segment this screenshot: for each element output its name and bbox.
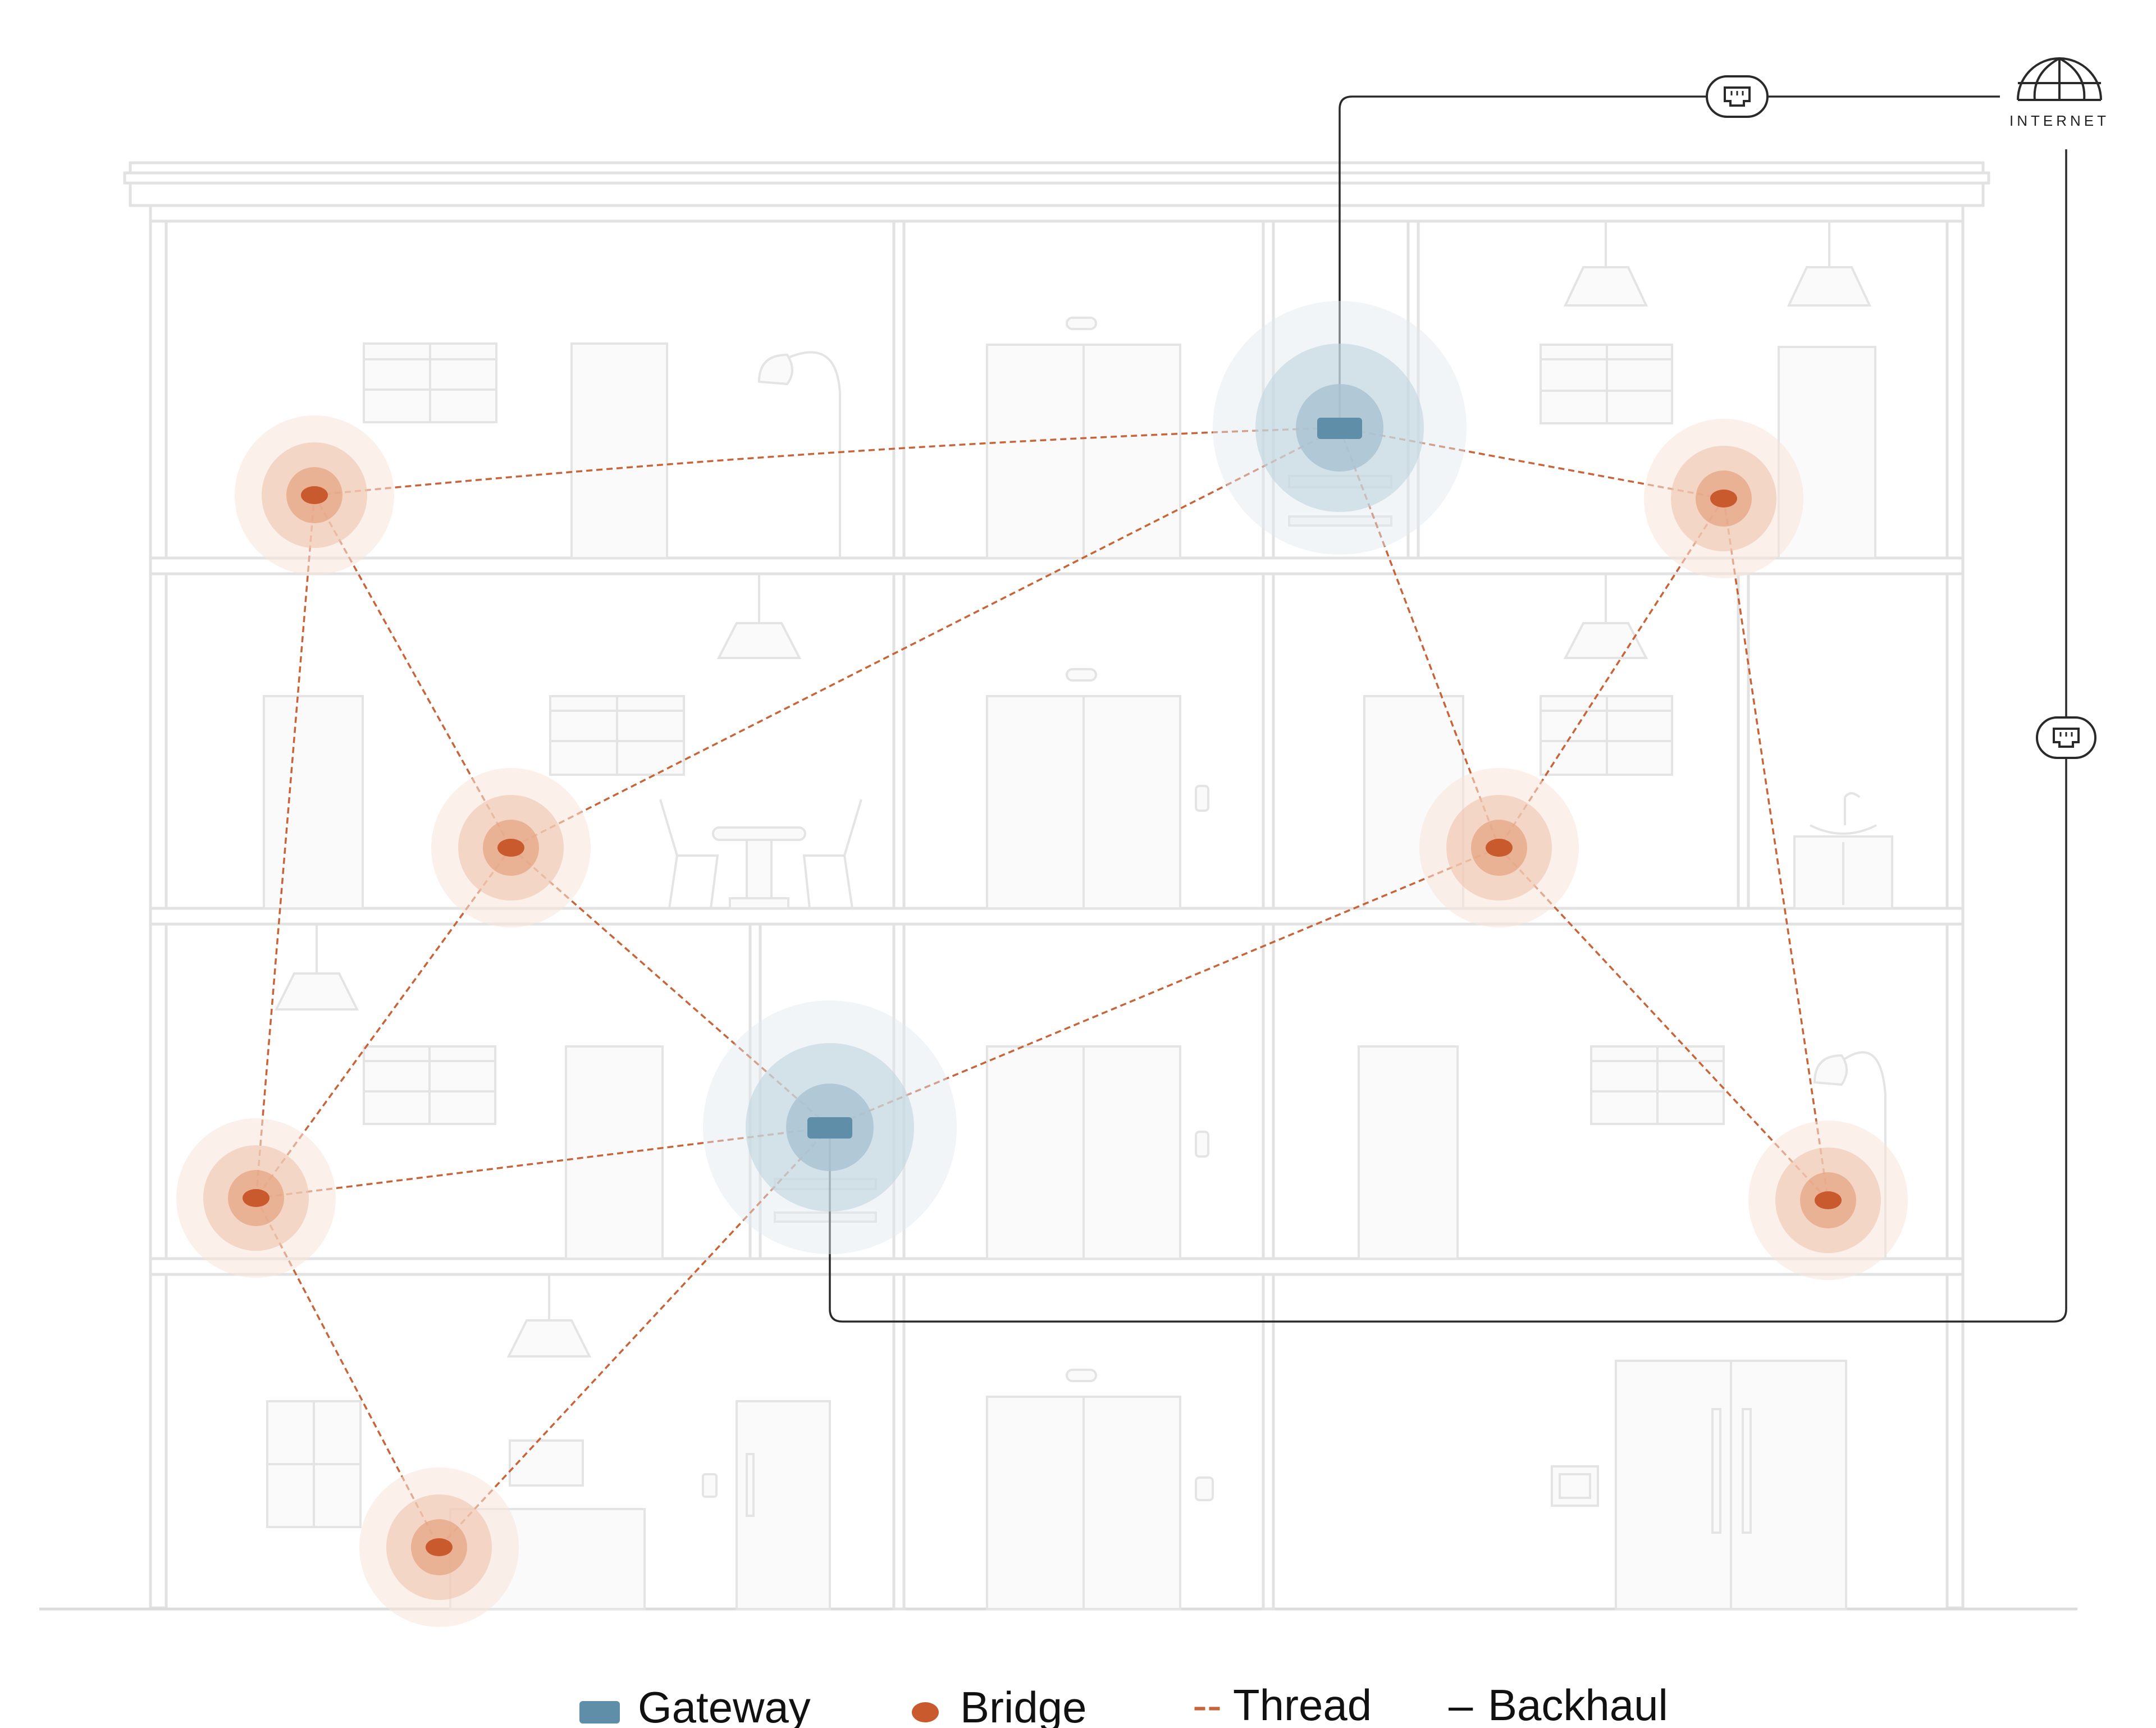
- partition: [1262, 1273, 1275, 1611]
- roof-cornice: [123, 171, 1990, 185]
- gateway-device: [807, 1117, 852, 1139]
- backhaul-line-bottom: [829, 149, 2067, 1323]
- gateway-node: [703, 1000, 957, 1254]
- thread-link: [255, 1126, 830, 1199]
- ethernet-port-icon: [2036, 716, 2096, 759]
- roof-beam: [149, 204, 1965, 223]
- furniture: [263, 221, 1893, 1610]
- bridge-node: [431, 768, 591, 927]
- thread-links: [255, 427, 1829, 1548]
- floor-slab-1: [149, 1257, 1965, 1276]
- lamp: [1563, 574, 1648, 659]
- legend-bridge-swatch: [912, 1702, 939, 1722]
- dining-set: [659, 799, 862, 909]
- ethernet-port-icon: [1706, 75, 1769, 118]
- elevator: [986, 1369, 1214, 1610]
- lamp: [1563, 221, 1872, 307]
- gateway-device: [1317, 418, 1362, 439]
- partition: [892, 572, 906, 910]
- legend-backhaul-label: Backhaul: [1488, 1680, 1668, 1728]
- bridge-node: [1419, 768, 1579, 927]
- bridge-device: [301, 486, 328, 504]
- partition: [892, 1273, 906, 1611]
- door: [1358, 1045, 1459, 1260]
- bridge-device: [243, 1189, 270, 1207]
- floor-lamp: [1813, 1051, 1886, 1259]
- door: [570, 342, 668, 559]
- window: [1540, 695, 1673, 776]
- door: [263, 695, 364, 909]
- bridge-node: [1748, 1121, 1908, 1280]
- window: [363, 1045, 496, 1125]
- thread-link: [255, 495, 316, 1199]
- window: [549, 695, 685, 776]
- bridge-node: [1644, 419, 1803, 578]
- window: [1590, 1045, 1725, 1125]
- thread-link: [1723, 498, 1829, 1201]
- floor-slab-2: [149, 907, 1965, 926]
- legend: Gateway Bridge -- Thread – Backhaul: [579, 1680, 1668, 1728]
- partition: [1262, 572, 1275, 910]
- window: [1540, 344, 1673, 424]
- roof-top: [129, 161, 1985, 175]
- entrance-doors: [1615, 1360, 1847, 1610]
- partition: [892, 220, 906, 560]
- globe-icon: [2017, 57, 2102, 101]
- internet-label: INTERNET: [2009, 112, 2109, 129]
- floor-lamp: [757, 351, 841, 558]
- sink-cabinet: [1793, 792, 1893, 909]
- lamp: [506, 1274, 592, 1357]
- bridge-device: [426, 1538, 453, 1556]
- backhaul-links: [829, 75, 2096, 1323]
- elevator: [986, 1045, 1209, 1260]
- bridge-device: [1815, 1191, 1842, 1209]
- elevator: [986, 317, 1181, 559]
- lamp: [716, 574, 802, 659]
- bridge-node: [235, 415, 394, 575]
- thread-link: [438, 1126, 831, 1548]
- partition: [1262, 922, 1275, 1260]
- bridge-device: [1486, 839, 1513, 857]
- roof-fascia: [129, 181, 1985, 207]
- gateway-node: [1213, 301, 1467, 555]
- elevator: [986, 668, 1209, 909]
- thread-link: [314, 427, 1340, 496]
- bridge-device: [497, 839, 524, 857]
- legend-thread-symbol: --: [1193, 1680, 1222, 1728]
- bridges: [176, 415, 1908, 1627]
- bridge-node: [359, 1468, 519, 1627]
- lamp: [274, 924, 359, 1011]
- door: [565, 1045, 664, 1260]
- backhaul-line-top: [1339, 95, 2000, 428]
- thread-link: [510, 427, 1340, 849]
- window: [266, 1400, 362, 1528]
- legend-gateway-swatch: [579, 1701, 620, 1724]
- bridge-node: [176, 1118, 336, 1278]
- building: [39, 161, 2077, 1611]
- legend-backhaul-symbol: –: [1449, 1680, 1473, 1728]
- door: [702, 1400, 831, 1610]
- legend-bridge-label: Bridge: [960, 1683, 1086, 1728]
- legend-thread-label: Thread: [1233, 1680, 1372, 1728]
- internet: INTERNET: [2009, 57, 2109, 129]
- intercom-panel: [1551, 1465, 1599, 1507]
- window: [363, 342, 497, 423]
- legend-gateway-label: Gateway: [638, 1683, 811, 1728]
- bridge-device: [1710, 490, 1737, 508]
